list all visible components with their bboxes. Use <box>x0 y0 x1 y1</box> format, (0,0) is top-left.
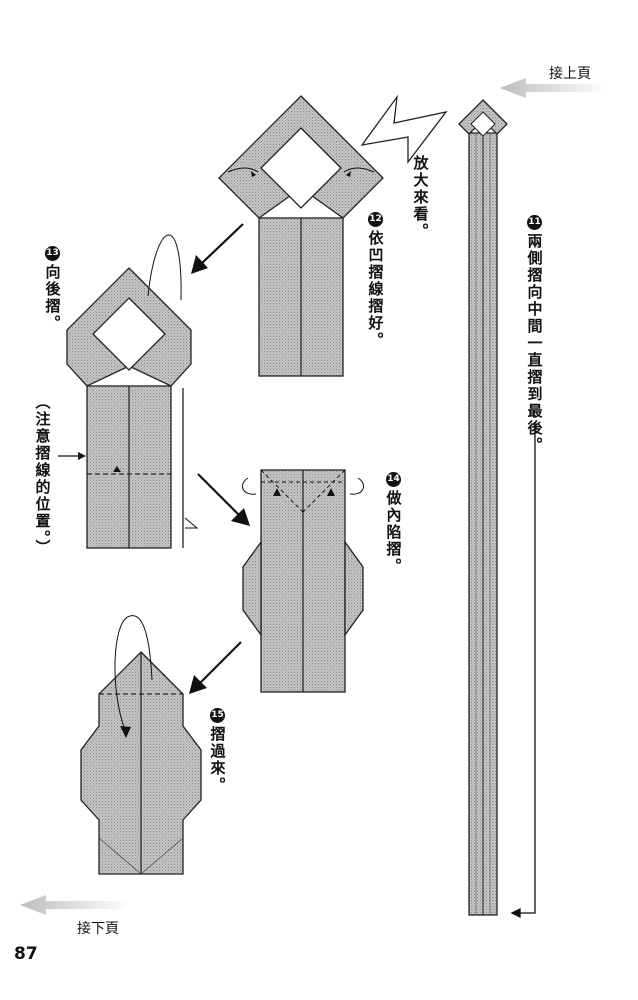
step-12-figure <box>218 95 384 377</box>
next-page-arrow-icon[interactable] <box>20 895 130 915</box>
caution-pointer-arrow-icon <box>58 452 86 460</box>
continue-from-previous-page-link[interactable]: 接上頁 <box>549 66 591 82</box>
step-15-instruction: 15 摺過來。 <box>208 708 227 794</box>
step-11-number-badge: 11 <box>527 215 542 230</box>
arrow-14-to-15-icon <box>189 641 242 694</box>
step-11-strip <box>458 99 508 916</box>
step-11-text: 兩側摺向中間一直摺到最後。 <box>525 233 544 454</box>
step-15-number-badge: 15 <box>210 708 225 723</box>
step-14-text: 做內陷摺。 <box>384 490 403 575</box>
step-12-number-badge: 12 <box>368 212 383 227</box>
zoom-note: 放大來看。 <box>411 155 430 240</box>
arrow-12-to-13-icon <box>191 223 244 274</box>
step-13-text: 向後摺。 <box>43 264 62 332</box>
step-13-instruction: 13 向後摺。 <box>43 246 62 332</box>
zoom-callout-icon <box>360 94 448 164</box>
step-12-text: 依凹摺線摺好。 <box>366 230 385 349</box>
arrow-13-to-14-icon <box>197 473 250 526</box>
caution-note: （注意摺線的位置。） <box>33 394 52 557</box>
step-13-number-badge: 13 <box>45 246 60 261</box>
step-12-instruction: 12 依凹摺線摺好。 <box>366 212 385 349</box>
step-15-text: 摺過來。 <box>208 726 227 794</box>
prev-page-arrow-icon[interactable] <box>500 78 606 98</box>
page-number: 87 <box>14 944 38 964</box>
step-14-figure <box>241 469 365 693</box>
step-11-bracket-arrow-icon <box>510 425 536 919</box>
step-13-figure <box>66 234 199 549</box>
step-14-instruction: 14 做內陷摺。 <box>384 472 403 575</box>
step-11-instruction: 11 兩側摺向中間一直摺到最後。 <box>525 215 544 454</box>
step-14-number-badge: 14 <box>386 472 401 487</box>
continue-to-next-page-link[interactable]: 接下頁 <box>77 921 119 937</box>
step-15-figure <box>80 615 202 875</box>
